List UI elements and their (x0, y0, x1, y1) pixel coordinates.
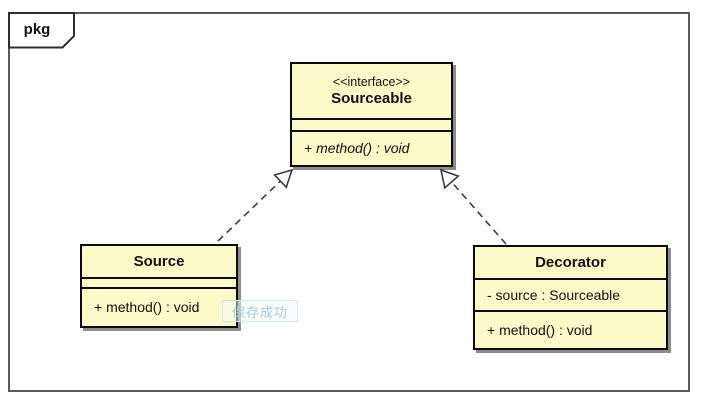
operations-compartment: + method() : void (292, 132, 451, 165)
package-tab-label: pkg (23, 21, 51, 38)
realization-line-source (217, 180, 282, 242)
realization-edge-decorator-to-sourceable[interactable] (439, 168, 507, 245)
hollow-triangle-arrowhead-right (439, 168, 460, 190)
class-title-compartment: <<interface>> Sourceable (292, 64, 451, 120)
hollow-triangle-arrowhead-left (273, 168, 294, 189)
class-node-decorator[interactable]: Decorator - source : Sourceable + method… (473, 245, 668, 350)
save-success-toast: 保存成功 (222, 300, 298, 322)
attributes-compartment: - source : Sourceable (475, 280, 666, 312)
realization-line-decorator (450, 181, 507, 245)
class-name: Decorator (535, 253, 606, 271)
attribute-label: - source : Sourceable (487, 286, 621, 303)
class-node-source[interactable]: Source + method() : void (80, 244, 238, 328)
realization-edge-source-to-sourceable[interactable] (217, 168, 294, 242)
attributes-compartment-empty (292, 120, 451, 132)
stereotype-label: <<interface>> (332, 74, 411, 89)
operation-label: + method() : void (487, 321, 593, 338)
attributes-compartment-empty (82, 279, 236, 289)
class-title-compartment: Decorator (475, 247, 666, 280)
operations-compartment: + method() : void (475, 312, 666, 348)
class-name: Source (133, 252, 185, 270)
class-node-sourceable[interactable]: <<interface>> Sourceable + method() : vo… (290, 62, 453, 167)
package-frame (8, 12, 690, 392)
operations-compartment: + method() : void (82, 289, 236, 326)
operation-label: + method() : void (304, 140, 410, 156)
class-name: Sourceable (331, 89, 412, 107)
operation-label: + method() : void (94, 299, 200, 315)
class-title-compartment: Source (82, 246, 236, 279)
